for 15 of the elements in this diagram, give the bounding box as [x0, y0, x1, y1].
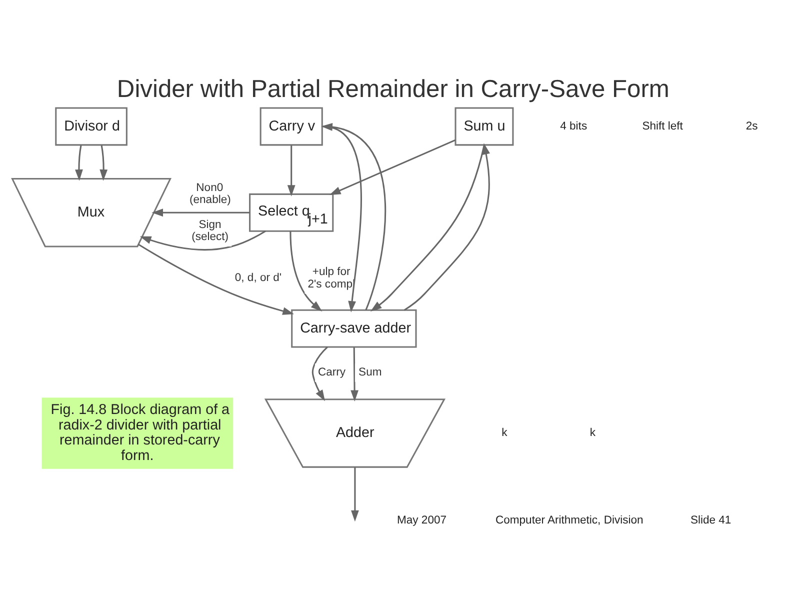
label: 4 bits: [560, 120, 588, 132]
edge-label: Sum: [358, 366, 382, 379]
diagram-title: Divider with Partial Remainder in Carry-Save Form: [116, 76, 670, 103]
edge-label: 0, d, or d': [234, 272, 282, 284]
label: 2s: [746, 120, 758, 132]
label: May 2007: [397, 514, 447, 526]
label: k: [590, 427, 596, 440]
edge-label: Non0 (enable): [190, 182, 231, 206]
label: k: [502, 427, 508, 440]
label: Shift left: [642, 120, 683, 132]
caption: Fig. 14.8 Block diagram of a radix-2 divider with partial remainder in stored-carry form.: [50, 402, 230, 464]
label: Slide 41: [690, 514, 732, 526]
label: Computer Arithmetic, Division: [496, 514, 644, 526]
edge-label: Carry: [318, 366, 346, 379]
edge-label: Sign (select): [192, 218, 229, 244]
